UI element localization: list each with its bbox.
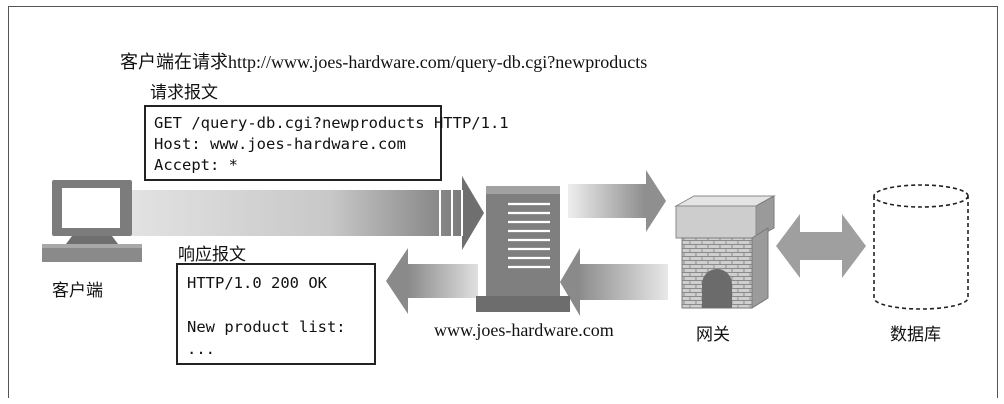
- response-line-3: New product list:: [187, 318, 346, 336]
- diagram-frame: [8, 6, 998, 398]
- response-message-box: HTTP/1.0 200 OK New product list: ...: [176, 263, 376, 365]
- request-message-box: GET /query-db.cgi?newproducts HTTP/1.1 H…: [144, 105, 509, 181]
- server-label: www.joes-hardware.com: [434, 320, 614, 340]
- client-label: 客户端: [52, 281, 103, 301]
- request-line-3: Accept: *: [154, 156, 238, 174]
- response-label: 响应报文: [178, 245, 246, 265]
- database-label: 数据库: [890, 325, 941, 345]
- request-line-1: GET /query-db.cgi?newproducts HTTP/1.1: [154, 114, 509, 132]
- forward-arrow: [568, 170, 666, 232]
- server-icon: [476, 186, 570, 312]
- response-line-1: HTTP/1.0 200 OK: [187, 274, 327, 292]
- request-line-2: Host: www.joes-hardware.com: [154, 135, 406, 153]
- database-icon: [873, 184, 969, 310]
- database-link-arrow: [776, 214, 866, 278]
- response-arrow: [386, 248, 478, 314]
- request-label: 请求报文: [150, 83, 218, 103]
- request-arrow: [132, 176, 484, 250]
- response-line-4: ...: [187, 340, 215, 358]
- computer-icon: [42, 180, 142, 262]
- gateway-response-arrow: [560, 248, 668, 316]
- diagram-title: 客户端在请求http://www.joes-hardware.com/query…: [120, 52, 648, 72]
- gateway-label: 网关: [696, 325, 730, 345]
- gateway-icon: [674, 195, 776, 309]
